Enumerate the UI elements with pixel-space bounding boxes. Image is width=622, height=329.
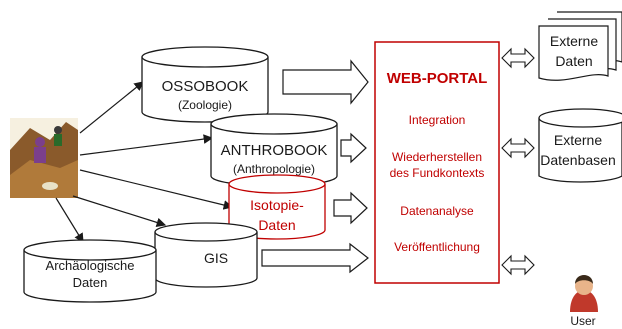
archaeo-line1: Archäologische bbox=[46, 258, 135, 273]
isotopie-line1: Isotopie- bbox=[250, 197, 304, 213]
arrow-to-gis bbox=[72, 195, 167, 228]
ossobook-database: OSSOBOOK (Zoologie) bbox=[141, 46, 269, 123]
externe-daten-line1: Externe bbox=[550, 33, 598, 49]
archaeo-line2: Daten bbox=[73, 275, 108, 290]
double-arrow-user bbox=[501, 254, 535, 276]
gis-database: GIS bbox=[154, 222, 258, 288]
anthrobook-name: ANTHROBOOK bbox=[221, 142, 328, 159]
externe-datenbasen-line2: Datenbasen bbox=[540, 152, 616, 168]
arrow-to-ossobook bbox=[79, 81, 144, 134]
externe-datenbasen-line1: Externe bbox=[554, 132, 602, 148]
portal-title: WEB-PORTAL bbox=[387, 70, 488, 87]
archaeo-database: Archäologische Daten bbox=[23, 239, 157, 303]
externe-daten-line2: Daten bbox=[555, 53, 592, 69]
arrow-to-isotopie bbox=[79, 169, 234, 210]
anthrobook-sub: (Anthropologie) bbox=[233, 162, 315, 176]
portal-item-veroeffentlichung: Veröffentlichung bbox=[394, 240, 480, 254]
externe-datenbasen-database: Externe Datenbasen bbox=[538, 108, 622, 183]
gis-name: GIS bbox=[204, 250, 228, 266]
arrow-to-archaeo bbox=[55, 197, 84, 244]
block-arrow-ossobook bbox=[282, 59, 369, 105]
double-arrow-datenbasen bbox=[501, 137, 535, 159]
portal-item-datenanalyse: Datenanalyse bbox=[400, 204, 474, 218]
block-arrow-gis bbox=[261, 242, 369, 274]
isotopie-line2: Daten bbox=[258, 217, 295, 233]
block-arrow-isotopie bbox=[333, 191, 368, 225]
excavation-clipart-icon bbox=[10, 118, 78, 198]
arrow-to-anthrobook bbox=[79, 134, 214, 156]
portal-item-wiederherstellen: Wiederherstellen bbox=[392, 150, 482, 164]
web-portal-box: WEB-PORTAL Integration Wiederherstellen … bbox=[374, 41, 500, 284]
externe-daten-documents: Externe Daten bbox=[538, 11, 622, 81]
portal-item-fundkontext: des Fundkontexts bbox=[390, 166, 485, 180]
ossobook-sub: (Zoologie) bbox=[178, 98, 232, 112]
portal-item-integration: Integration bbox=[409, 113, 466, 127]
double-arrow-daten bbox=[501, 47, 535, 69]
user-label: User bbox=[570, 314, 595, 328]
ossobook-name: OSSOBOOK bbox=[162, 78, 249, 95]
user-icon bbox=[570, 275, 598, 312]
block-arrow-anthrobook bbox=[340, 132, 367, 164]
